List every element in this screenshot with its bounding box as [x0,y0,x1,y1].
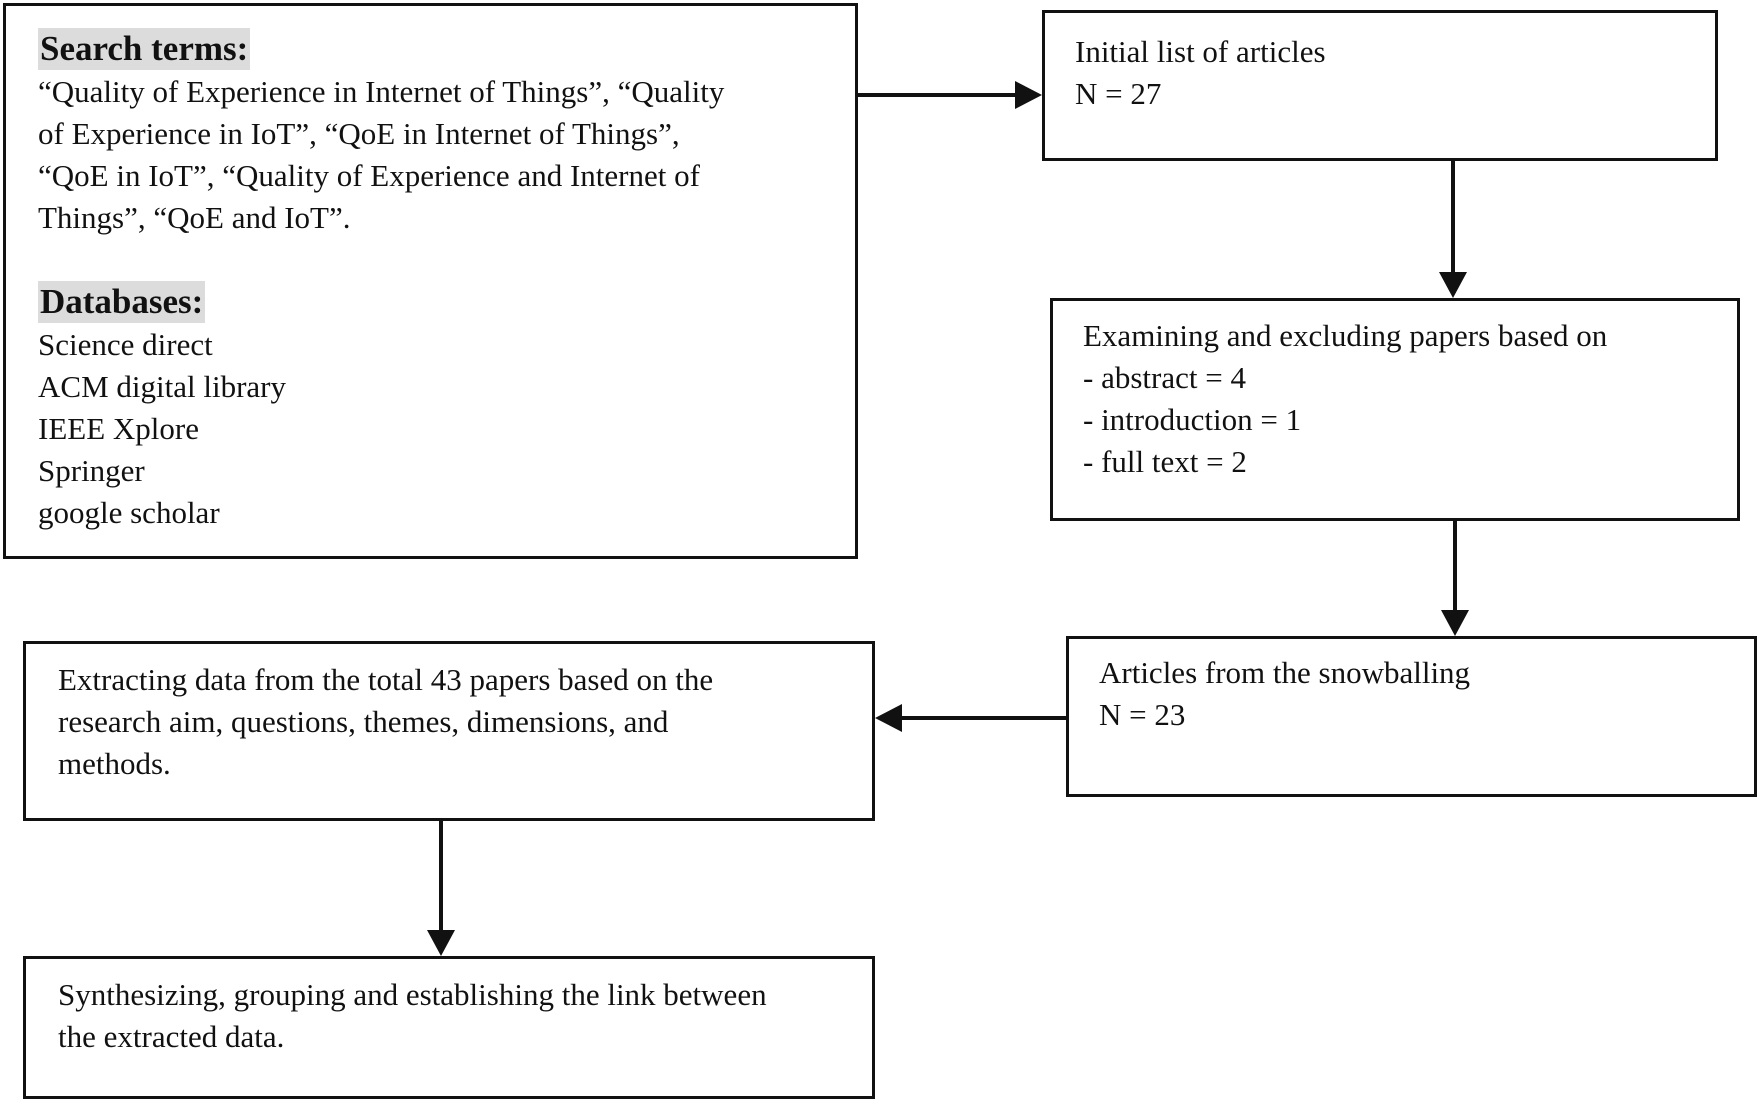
synthesizing-line: the extracted data. [58,1019,285,1054]
databases-heading: Databases: [38,281,206,323]
snowballing-count: N = 23 [1099,697,1186,732]
exclusion-item-full-text: - full text = 2 [1083,444,1247,479]
extracting-line: methods. [58,746,171,781]
search-term-line: “Quality of Experience in Internet of Th… [38,74,725,109]
synthesizing-box: Synthesizing, grouping and establishing … [23,956,875,1099]
search-terms-content: Search terms: “Quality of Experience in … [38,28,724,534]
extracting-line: research aim, questions, themes, dimensi… [58,704,669,739]
search-terms-box: Search terms: “Quality of Experience in … [3,3,858,559]
database-item: IEEE Xplore [38,411,199,446]
search-term-line: of Experience in IoT”, “QoE in Internet … [38,116,680,151]
database-item: Springer [38,453,145,488]
examining-box: Examining and excluding papers based on … [1050,298,1740,521]
snowballing-content: Articles from the snowballing N = 23 [1099,652,1470,736]
snowballing-title: Articles from the snowballing [1099,655,1471,690]
extracting-content: Extracting data from the total 43 papers… [58,659,713,785]
arrow-initial-to-examining [1439,161,1467,298]
synthesizing-line: Synthesizing, grouping and establishing … [58,977,767,1012]
exclusion-item-abstract: - abstract = 4 [1083,360,1246,395]
arrow-examining-to-snowballing [1441,521,1469,636]
database-item: ACM digital library [38,369,286,404]
initial-list-count: N = 27 [1075,76,1162,111]
snowballing-box: Articles from the snowballing N = 23 [1066,636,1757,797]
search-term-line: Things”, “QoE and IoT”. [38,200,351,235]
exclusion-item-introduction: - introduction = 1 [1083,402,1302,437]
database-item: Science direct [38,327,213,362]
database-item: google scholar [38,495,220,530]
search-term-line: “QoE in IoT”, “Quality of Experience and… [38,158,700,193]
extracting-box: Extracting data from the total 43 papers… [23,641,875,821]
arrow-search-to-initial [858,81,1042,109]
spacer [38,239,724,281]
examining-content: Examining and excluding papers based on … [1083,315,1607,483]
initial-list-title: Initial list of articles [1075,34,1326,69]
arrow-extracting-to-synthesizing [427,821,455,956]
search-terms-heading: Search terms: [38,28,251,70]
arrow-snowballing-to-extracting [875,704,1066,732]
initial-list-content: Initial list of articles N = 27 [1075,31,1326,115]
initial-list-box: Initial list of articles N = 27 [1042,10,1718,161]
synthesizing-content: Synthesizing, grouping and establishing … [58,974,767,1058]
extracting-line: Extracting data from the total 43 papers… [58,662,714,697]
examining-title: Examining and excluding papers based on [1083,318,1608,353]
